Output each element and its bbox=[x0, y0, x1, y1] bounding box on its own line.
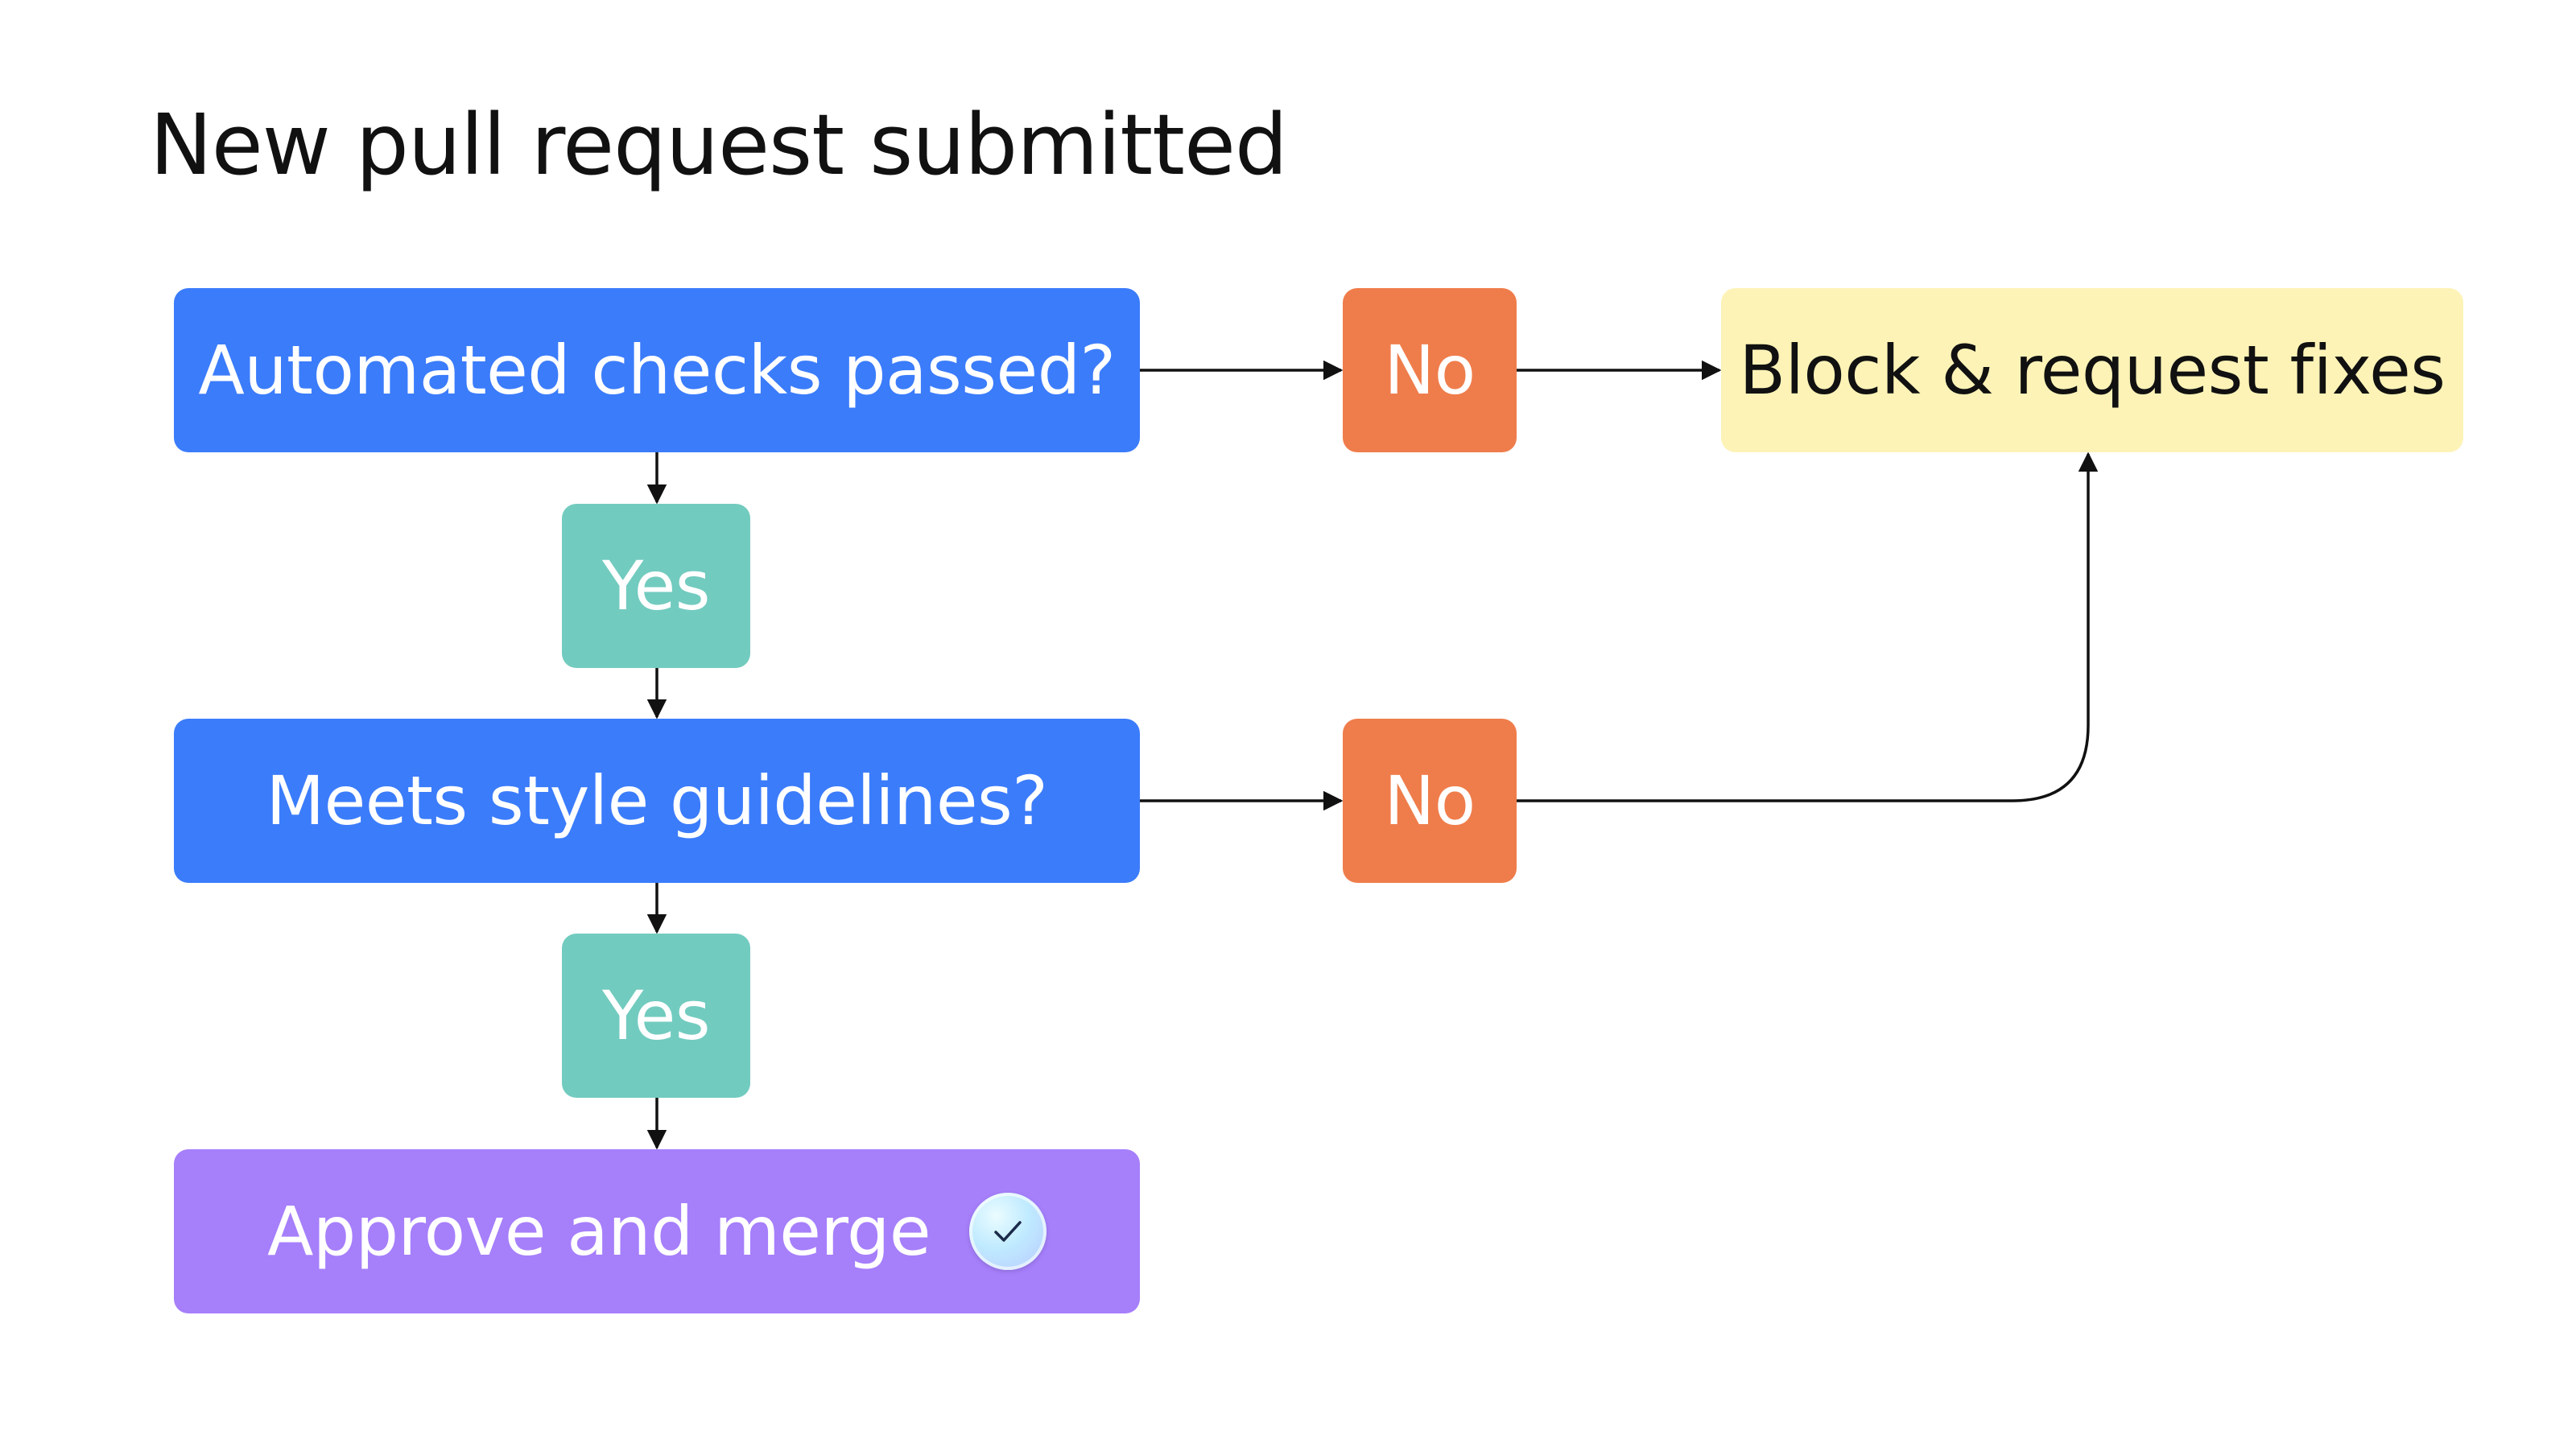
page-title: New pull request submitted bbox=[150, 96, 1288, 194]
yes-label-style-text: Yes bbox=[601, 976, 711, 1055]
no-label-checks: No bbox=[1343, 288, 1517, 452]
decision-automated-checks: Automated checks passed? bbox=[174, 288, 1140, 452]
yes-label-checks: Yes bbox=[562, 504, 750, 668]
decision-automated-checks-label: Automated checks passed? bbox=[198, 331, 1116, 410]
action-block-request-fixes: Block & request fixes bbox=[1721, 288, 2463, 452]
approve-content: Approve and merge bbox=[266, 1192, 1047, 1271]
check-icon bbox=[969, 1193, 1047, 1270]
no-label-style-text: No bbox=[1384, 761, 1476, 840]
connector-no2-to-block bbox=[1517, 451, 2099, 802]
action-approve-merge-label: Approve and merge bbox=[266, 1192, 931, 1271]
yes-label-checks-text: Yes bbox=[601, 546, 711, 625]
no-label-checks-text: No bbox=[1384, 331, 1476, 410]
action-approve-merge: Approve and merge bbox=[174, 1149, 1140, 1313]
action-block-request-fixes-label: Block & request fixes bbox=[1739, 331, 2446, 410]
yes-label-style: Yes bbox=[562, 934, 750, 1098]
no-label-style: No bbox=[1343, 719, 1517, 883]
decision-style-guidelines-label: Meets style guidelines? bbox=[266, 761, 1048, 840]
decision-style-guidelines: Meets style guidelines? bbox=[174, 719, 1140, 883]
